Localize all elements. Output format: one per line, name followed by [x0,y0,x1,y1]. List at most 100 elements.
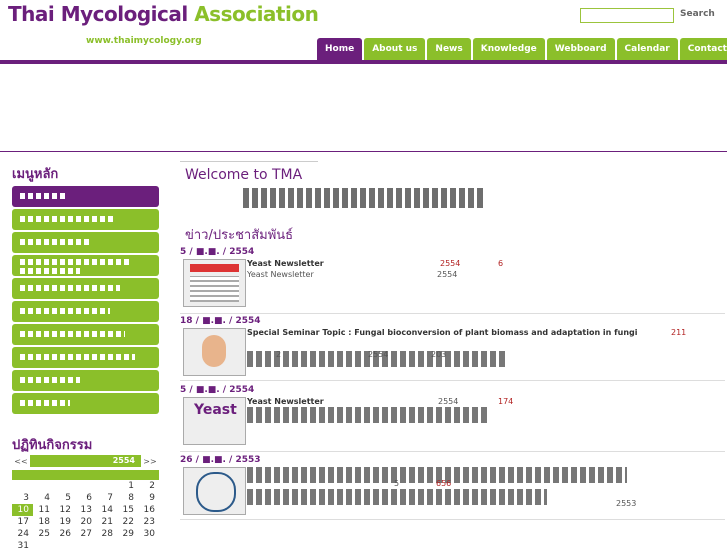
calendar-day[interactable]: 31 [17,541,29,551]
menu-item-label [20,285,120,291]
news-separator [180,519,725,520]
calendar-day[interactable]: 6 [86,493,92,503]
nav-news[interactable]: News [427,38,471,60]
calendar-day[interactable]: 27 [80,529,92,539]
thumb-lines [190,276,239,302]
calendar-day[interactable]: 1 [128,481,134,491]
news-title[interactable]: Special Seminar Topic : Fungal bioconver… [247,328,638,337]
news-meta-year: 2553 [616,499,637,508]
news-excerpt [247,407,487,423]
news-separator [180,380,725,381]
nav-calendar[interactable]: Calendar [616,38,678,60]
menu-item-label-2 [20,268,80,274]
menu-heading: เมนูหลัก [12,167,59,182]
calendar-day[interactable]: 28 [101,529,113,539]
menu-item-6[interactable] [12,301,159,322]
calendar-day[interactable]: 4 [44,493,50,503]
news-thumbnail[interactable] [183,328,246,376]
calendar-day[interactable]: 20 [80,517,92,527]
welcome-text [243,188,483,208]
menu-item-label [20,193,65,199]
calendar-month-bar: 2554 [30,455,141,467]
search-button[interactable]: Search [680,9,715,19]
news-title[interactable]: Yeast Newsletter [247,397,324,406]
site-title[interactable]: Thai Mycological Association [8,2,319,26]
calendar-day[interactable]: 8 [128,493,134,503]
welcome-heading: Welcome to TMA [185,167,303,183]
menu-item-2[interactable] [12,209,159,230]
site-title-part1[interactable]: Thai Mycological [8,2,188,26]
menu-item-5[interactable] [12,278,159,299]
sidebar-menu [12,186,159,416]
calendar-day[interactable]: 18 [38,517,50,527]
nav-about-us[interactable]: About us [364,38,426,60]
calendar-day[interactable]: 13 [80,505,92,515]
calendar-day[interactable]: 5 [65,493,71,503]
menu-item-4[interactable] [12,255,159,276]
calendar-day[interactable]: 21 [101,517,113,527]
nav-knowledge[interactable]: Knowledge [472,38,545,60]
calendar-day[interactable]: 23 [143,517,155,527]
calendar-day[interactable]: 14 [101,505,113,515]
main-nav: Home About us News Knowledge Webboard Ca… [317,38,727,60]
calendar-day[interactable]: 9 [149,493,155,503]
menu-item-9[interactable] [12,370,159,391]
calendar-day[interactable]: 22 [122,517,134,527]
menu-item-label [20,259,130,265]
news-thumbnail[interactable]: Yeast [183,397,246,445]
news-thumbnail[interactable] [183,259,246,307]
calendar-day[interactable]: 11 [38,505,50,515]
news-title[interactable]: Yeast Newsletter [247,259,324,268]
thumb-logo [196,472,236,512]
calendar-day[interactable]: 10 [12,504,33,516]
site-title-part2[interactable]: Association [194,2,319,26]
calendar-day[interactable]: 26 [59,529,71,539]
nav-contact[interactable]: Contact [679,38,727,60]
calendar-day[interactable]: 29 [122,529,134,539]
menu-item-1[interactable] [12,186,159,207]
news-excerpt [247,467,627,483]
calendar-day[interactable]: 25 [38,529,50,539]
calendar-day [33,480,54,492]
calendar-weekday-bar [12,470,159,480]
calendar-day[interactable]: 16 [143,505,155,515]
banner [0,64,727,151]
calendar-prev[interactable]: << [14,456,28,466]
calendar-day [96,480,117,492]
site-url: www.thaimycology.org [86,36,202,46]
menu-item-10[interactable] [12,393,159,414]
thumb-banner [190,264,239,272]
news-date: 5 / ■.■. / 2554 [180,247,255,257]
nav-webboard[interactable]: Webboard [546,38,615,60]
news-view-count: 6 [498,259,504,268]
menu-item-3[interactable] [12,232,159,253]
nav-home[interactable]: Home [317,38,363,60]
calendar-header: << 2554 >> [12,454,159,468]
menu-item-7[interactable] [12,324,159,345]
menu-item-8[interactable] [12,347,159,368]
calendar-day[interactable]: 17 [17,517,29,527]
search-input[interactable] [580,8,674,23]
news-meta-year: 2554 [437,270,458,279]
menu-item-label [20,354,135,360]
news-meta: 2554 [440,259,461,268]
calendar-day[interactable]: 2 [149,481,155,491]
calendar-day [12,480,33,492]
menu-item-label [20,216,115,222]
calendar-day[interactable]: 19 [59,517,71,527]
news-thumbnail[interactable] [183,467,246,515]
calendar-day[interactable]: 7 [107,493,113,503]
calendar-day[interactable]: 30 [143,529,155,539]
news-meta-year: 2554 [368,350,389,359]
calendar-day[interactable]: 15 [122,505,134,515]
news-meta: 2 [276,350,282,359]
calendar-day[interactable]: 12 [59,505,71,515]
news-heading: ข่าว/ประชาสัมพันธ์ [185,228,294,243]
calendar-next[interactable]: >> [143,456,157,466]
calendar-day[interactable]: 3 [23,493,29,503]
news-excerpt [247,351,507,367]
calendar-day[interactable]: 24 [17,529,29,539]
calendar-day [54,480,75,492]
